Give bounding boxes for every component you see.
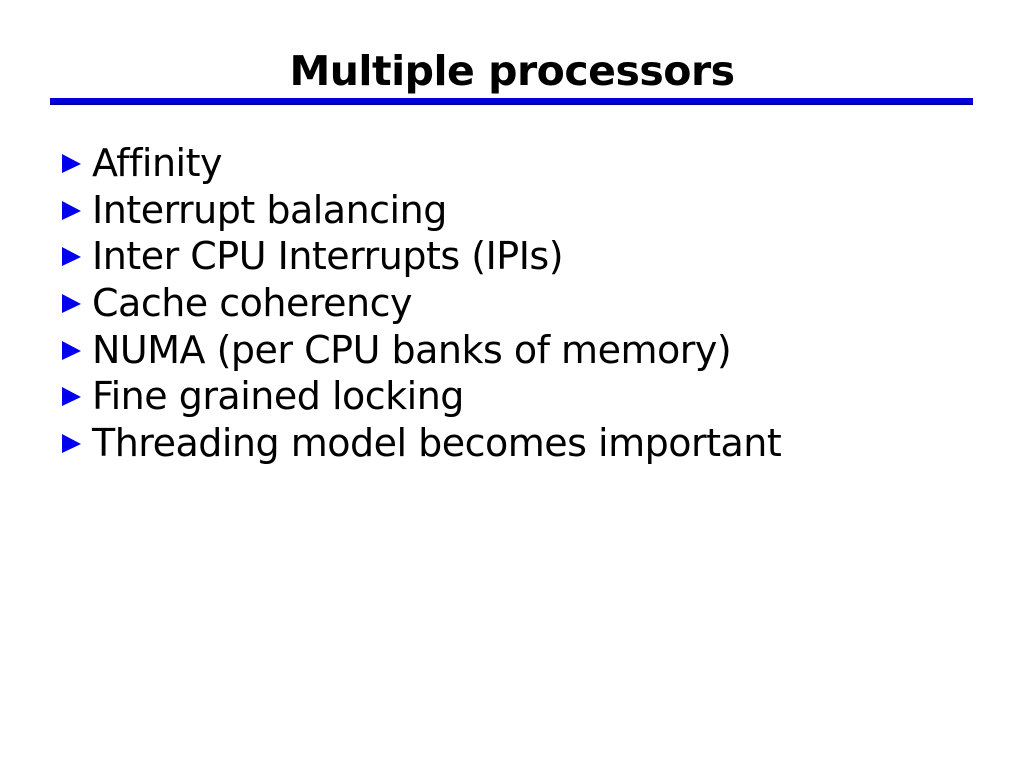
- list-item-label: Interrupt balancing: [92, 187, 447, 232]
- triangle-bullet-icon: [62, 293, 81, 313]
- list-item: Fine grained locking: [62, 373, 781, 420]
- list-item: Cache coherency: [62, 280, 781, 327]
- list-item: Threading model becomes important: [62, 420, 782, 467]
- list-item-label: Inter CPU Interrupts (IPIs): [92, 234, 564, 279]
- triangle-bullet-icon: [62, 153, 81, 173]
- page-title: Multiple processors: [289, 47, 735, 95]
- bullet-list: Affinity Interrupt balancing Inter CPU I…: [62, 140, 782, 467]
- list-item-label: Cache coherency: [92, 281, 413, 326]
- list-item-label: Fine grained locking: [92, 374, 464, 419]
- title-underline-rule: [50, 98, 973, 105]
- list-item: Affinity: [62, 140, 781, 187]
- triangle-bullet-icon: [62, 200, 81, 220]
- list-item-label: Threading model becomes important: [92, 421, 782, 466]
- triangle-bullet-icon: [62, 340, 81, 360]
- list-item: NUMA (per CPU banks of memory): [62, 327, 781, 374]
- list-item-label: NUMA (per CPU banks of memory): [92, 327, 732, 372]
- triangle-bullet-icon: [62, 433, 81, 453]
- triangle-bullet-icon: [62, 387, 81, 407]
- list-item: Inter CPU Interrupts (IPIs): [62, 233, 781, 280]
- list-item: Interrupt balancing: [62, 187, 781, 234]
- triangle-bullet-icon: [62, 247, 81, 267]
- list-item-label: Affinity: [92, 141, 222, 185]
